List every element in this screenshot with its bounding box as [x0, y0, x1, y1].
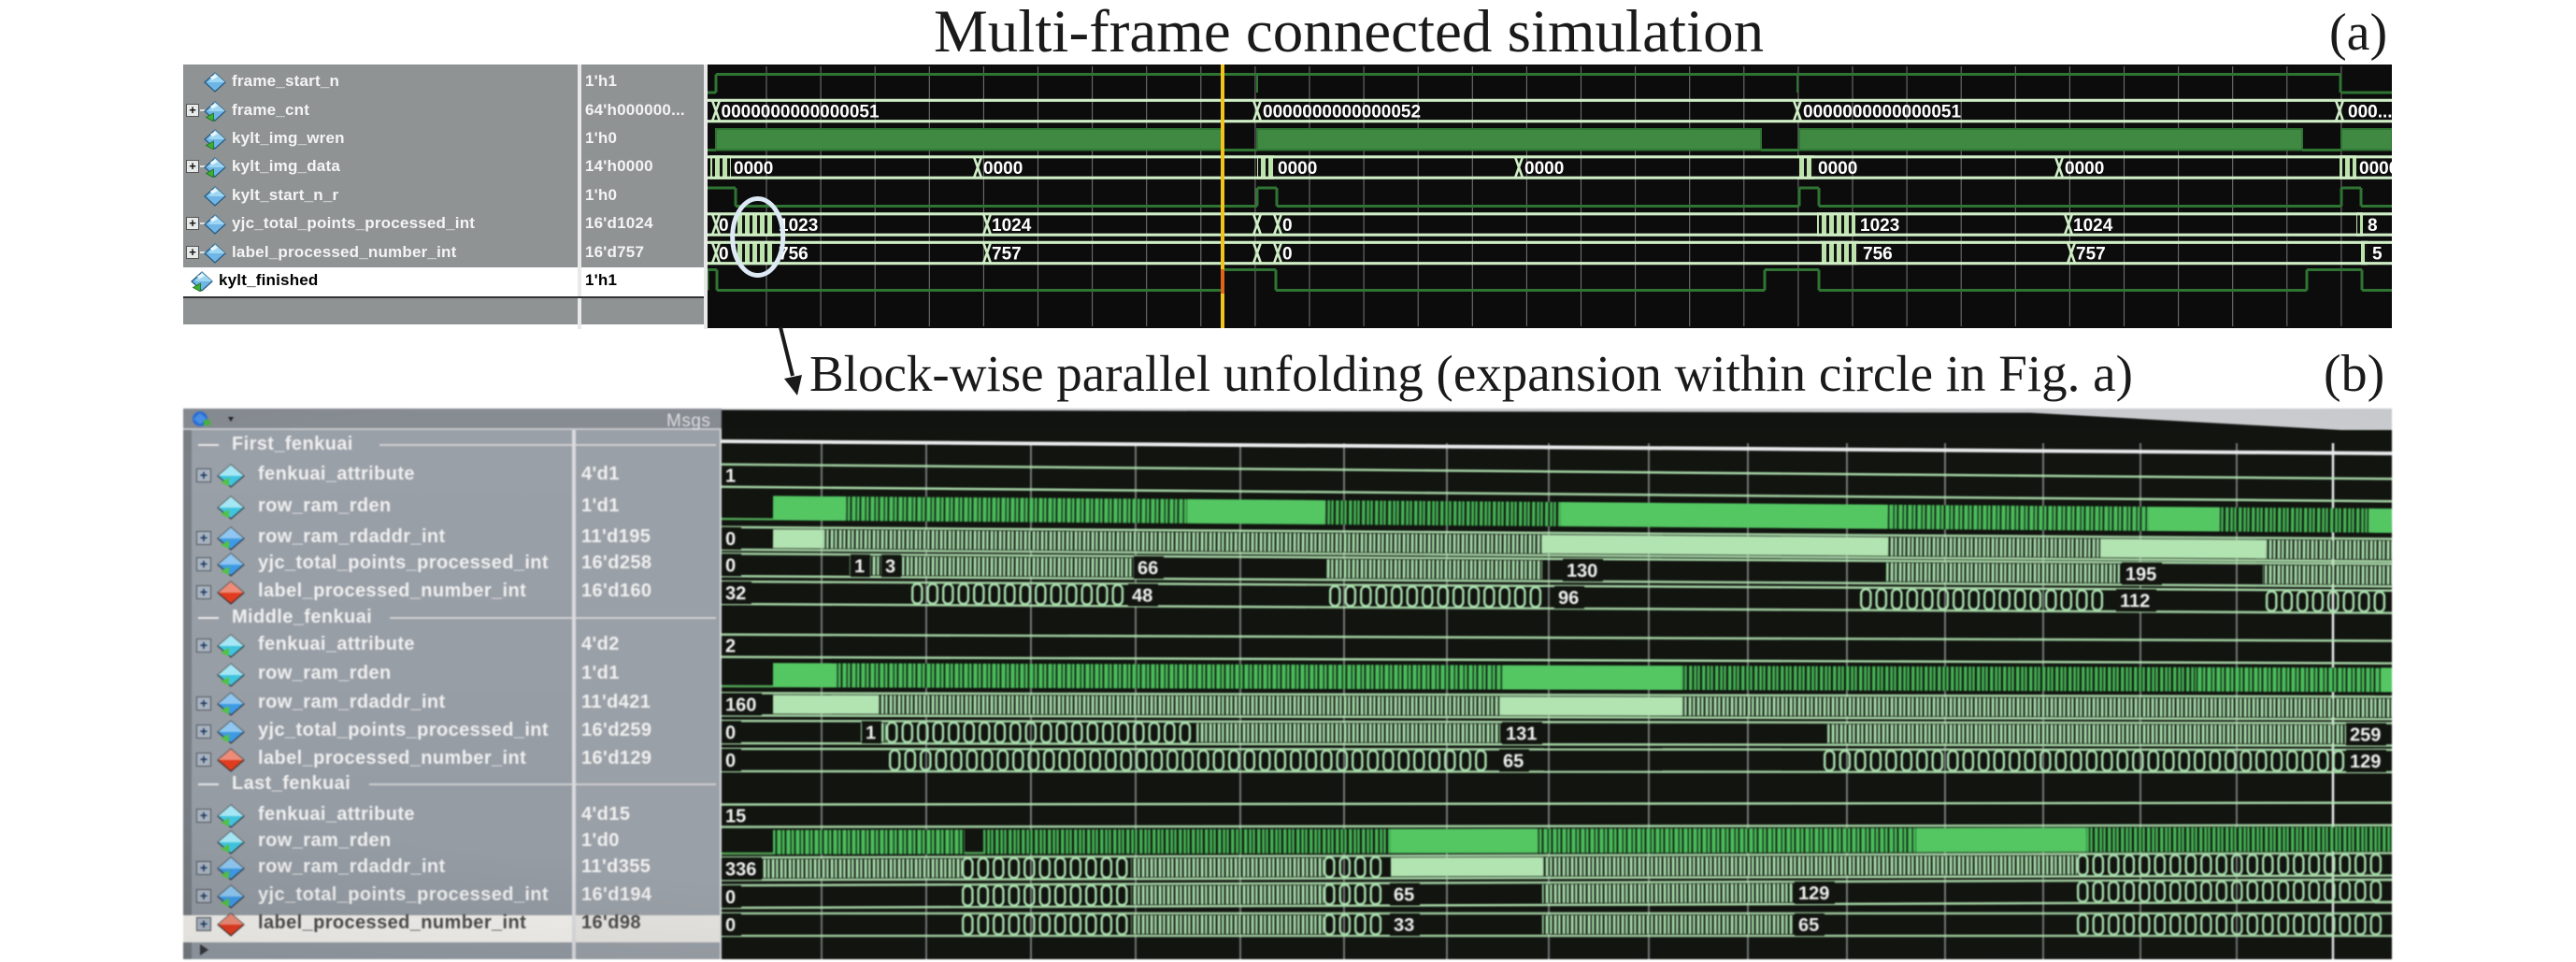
svg-text:33: 33 — [1394, 915, 1414, 936]
svg-text:1023: 1023 — [779, 216, 818, 236]
svg-text:15: 15 — [725, 807, 746, 827]
svg-text:0000000000000051: 0000000000000051 — [722, 103, 880, 122]
svg-text:1: 1 — [725, 467, 736, 487]
svg-text:757: 757 — [2076, 245, 2106, 265]
svg-text:756: 756 — [1863, 245, 1893, 265]
svg-text:0: 0 — [725, 915, 736, 936]
svg-text:0: 0 — [725, 751, 736, 771]
svg-text:3: 3 — [885, 556, 895, 577]
svg-text:1: 1 — [854, 556, 865, 577]
svg-text:756: 756 — [779, 245, 809, 265]
svg-text:160: 160 — [725, 695, 756, 715]
svg-text:48: 48 — [1132, 585, 1152, 606]
svg-text:32: 32 — [725, 583, 746, 604]
svg-text:195: 195 — [2125, 565, 2157, 585]
svg-text:1024: 1024 — [2073, 216, 2113, 236]
svg-text:0000000000000052: 0000000000000052 — [1263, 103, 1421, 122]
svg-text:96: 96 — [1558, 588, 1579, 609]
svg-text:1: 1 — [866, 723, 876, 743]
svg-text:0000: 0000 — [983, 159, 1023, 179]
svg-text:0: 0 — [725, 529, 736, 550]
svg-text:0: 0 — [725, 723, 736, 743]
svg-text:129: 129 — [1798, 883, 1829, 904]
svg-text:65: 65 — [1503, 751, 1524, 771]
svg-text:66: 66 — [1138, 558, 1158, 579]
svg-text:0: 0 — [725, 887, 736, 908]
svg-text:0: 0 — [1282, 245, 1293, 265]
svg-text:0: 0 — [1282, 216, 1293, 236]
svg-text:757: 757 — [992, 245, 1022, 265]
svg-text:130: 130 — [1567, 561, 1598, 582]
svg-text:5: 5 — [2372, 245, 2383, 265]
svg-text:000...: 000... — [2348, 103, 2392, 122]
svg-text:0: 0 — [719, 216, 729, 236]
svg-text:0000: 0000 — [1278, 159, 1317, 179]
svg-text:129: 129 — [2350, 752, 2381, 772]
svg-text:112: 112 — [2120, 591, 2150, 611]
svg-text:0: 0 — [725, 555, 736, 576]
svg-text:336: 336 — [725, 859, 756, 880]
svg-text:0000: 0000 — [734, 159, 773, 179]
svg-text:0000000000000051: 0000000000000051 — [1803, 103, 1962, 122]
svg-text:131: 131 — [1506, 724, 1537, 744]
svg-text:8: 8 — [2368, 216, 2378, 236]
svg-text:0000: 0000 — [2359, 159, 2392, 179]
svg-text:0: 0 — [719, 245, 729, 265]
svg-text:2: 2 — [725, 637, 736, 657]
svg-text:259: 259 — [2350, 725, 2381, 745]
svg-text:65: 65 — [1798, 915, 1819, 936]
svg-text:0000: 0000 — [1524, 159, 1564, 179]
svg-text:0000: 0000 — [1818, 159, 1857, 179]
svg-text:65: 65 — [1394, 884, 1414, 905]
svg-text:1023: 1023 — [1860, 216, 1899, 236]
svg-text:1024: 1024 — [992, 216, 1032, 236]
svg-text:0000: 0000 — [2065, 159, 2104, 179]
